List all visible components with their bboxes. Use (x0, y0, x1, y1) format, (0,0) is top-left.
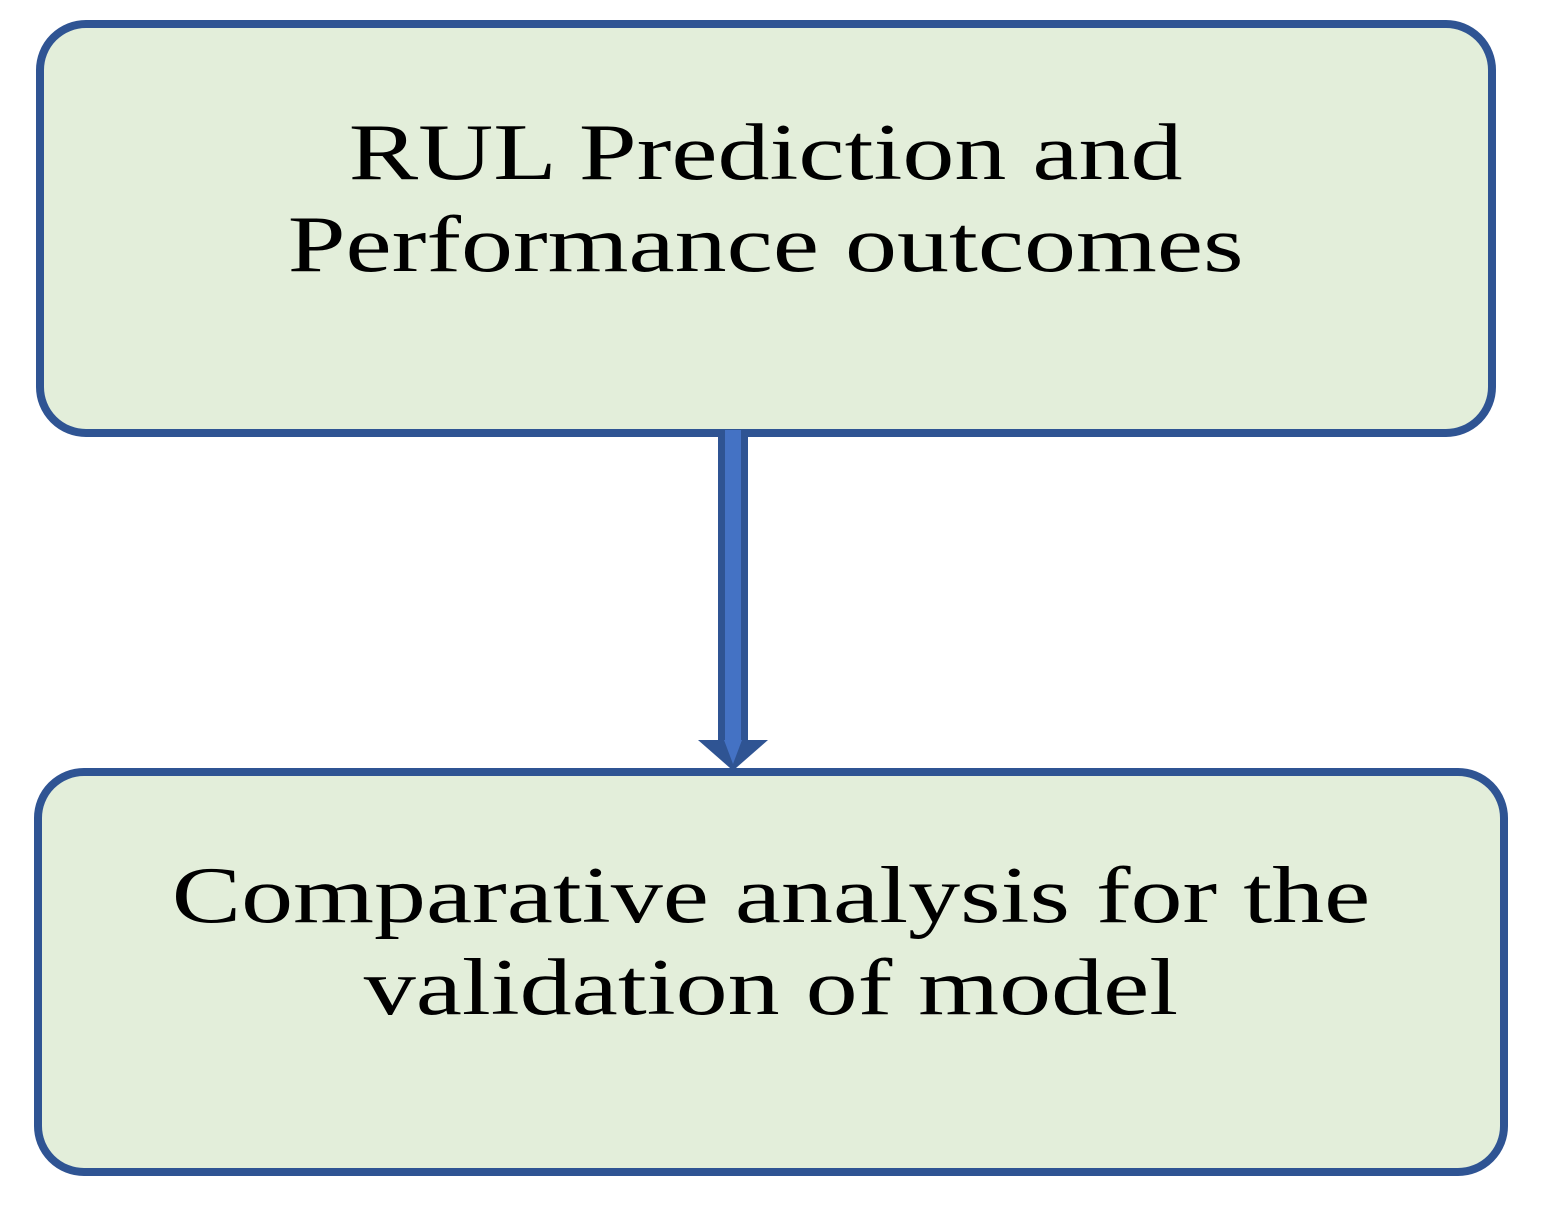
box-comparative-analysis-label: Comparative analysis for the validation … (172, 850, 1371, 1034)
box-comparative-analysis-line-2: validation of model (363, 944, 1179, 1032)
box-rul-prediction-line-2: Performance outcomes (288, 200, 1244, 289)
box-comparative-analysis: Comparative analysis for the validation … (34, 768, 1508, 1176)
arrow-core-stripe (725, 430, 741, 744)
box-rul-prediction-line-1: RUL Prediction and (349, 108, 1183, 197)
box-rul-prediction-label: RUL Prediction and Performance outcomes (288, 107, 1244, 291)
arrow-head-core (724, 740, 742, 764)
box-comparative-analysis-line-1: Comparative analysis for the (171, 852, 1371, 940)
box-rul-prediction: RUL Prediction and Performance outcomes (36, 20, 1496, 437)
arrow-down-icon (698, 430, 768, 768)
